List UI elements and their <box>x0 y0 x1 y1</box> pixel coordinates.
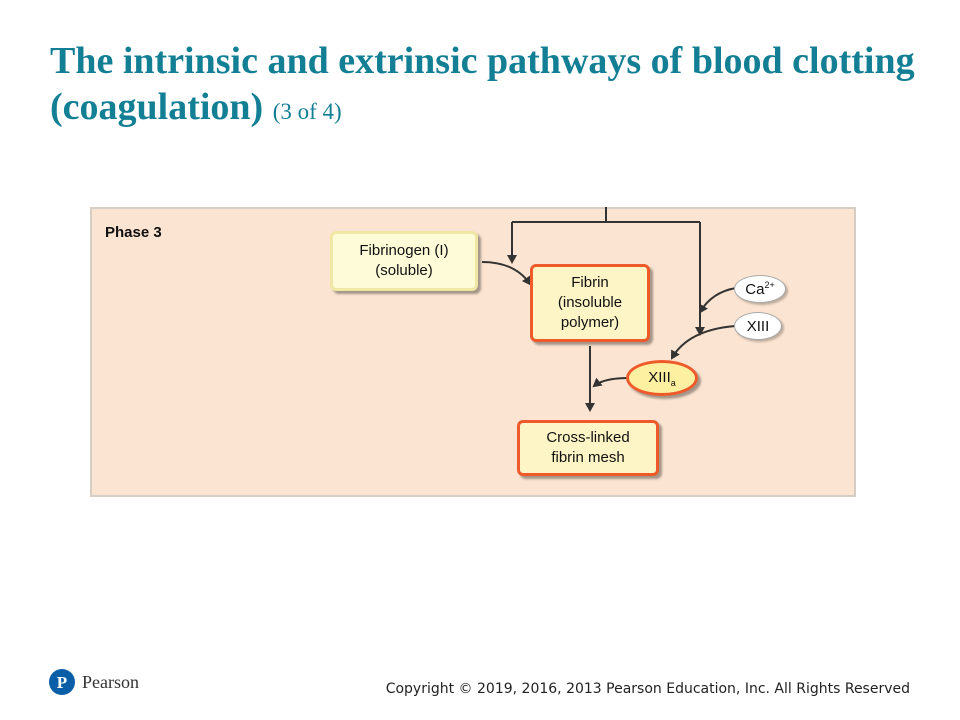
pearson-logo: P Pearson <box>48 668 139 696</box>
fibrin-box: Fibrin (insoluble polymer) <box>530 264 650 342</box>
title-subtitle: (3 of 4) <box>272 99 342 124</box>
arrow-fibrinogen-to-fibrin <box>481 261 532 286</box>
title-main: The intrinsic and extrinsic pathways of … <box>50 40 915 128</box>
arrow-xiii-to-xiiia <box>671 325 736 360</box>
phase-label: Phase 3 <box>105 224 162 241</box>
fibrinogen-label: Fibrinogen (I) (soluble) <box>359 242 449 279</box>
arrow-calcium <box>698 287 737 314</box>
pearson-wordmark: Pearson <box>82 671 139 692</box>
calcium-ion-oval: Ca2+ <box>734 275 786 303</box>
fibrin-label: Fibrin (insoluble polymer) <box>557 274 623 331</box>
factor-xiii-label: XIII <box>746 317 770 335</box>
fibrinogen-box: Fibrinogen (I) (soluble) <box>330 231 478 291</box>
crosslinked-label: Cross-linked fibrin mesh <box>546 429 630 466</box>
arrow-xiiia-to-vertical <box>592 377 629 388</box>
svg-text:P: P <box>57 673 67 692</box>
crosslinked-fibrin-box: Cross-linked fibrin mesh <box>517 420 659 476</box>
factor-xiiia-oval: XIIIa <box>626 360 698 396</box>
copyright-notice: Copyright © 2019, 2016, 2013 Pearson Edu… <box>385 681 910 697</box>
factor-xiiia-label: XIIIa <box>648 368 676 388</box>
page-title: The intrinsic and extrinsic pathways of … <box>50 38 930 135</box>
calcium-label: Ca2+ <box>745 280 775 298</box>
pearson-logo-icon: P <box>49 669 75 695</box>
factor-xiii-oval: XIII <box>734 312 782 340</box>
